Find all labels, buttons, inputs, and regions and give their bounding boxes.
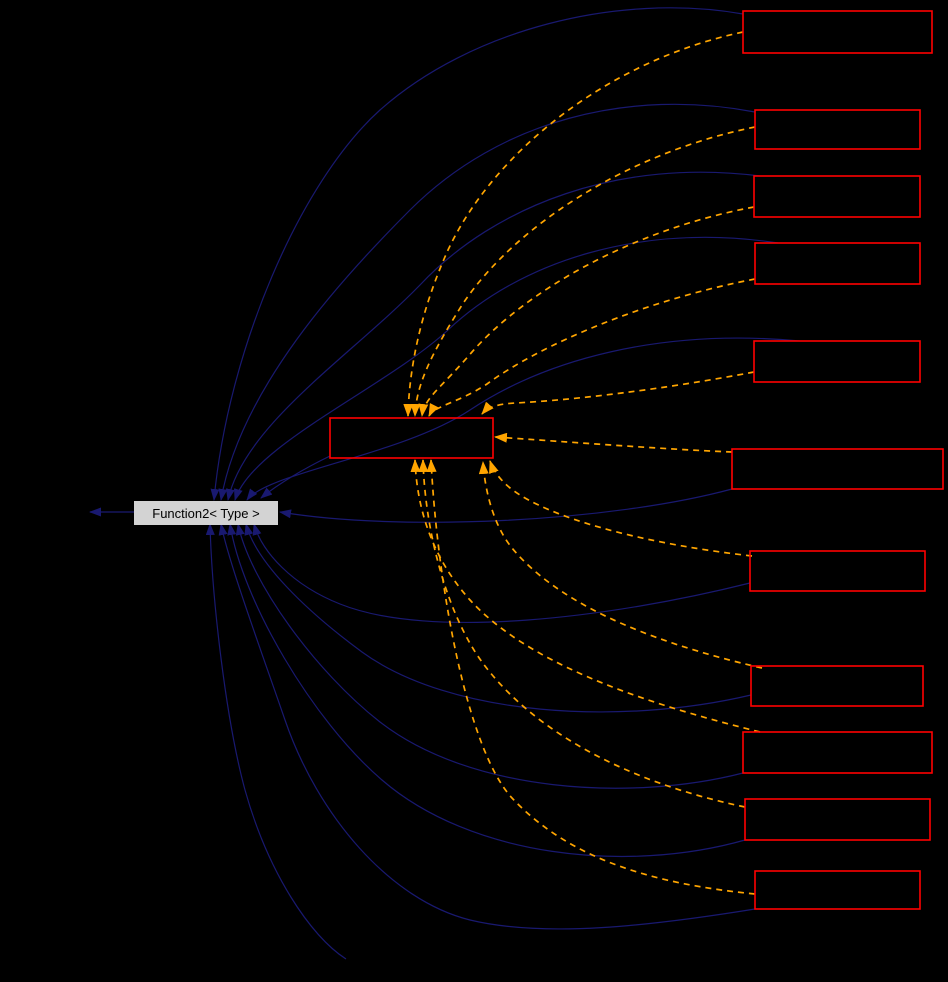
node-function2-label: Function2< Type > bbox=[152, 505, 260, 521]
inheritance-edge-right-node-2-to-node-function2 bbox=[218, 103, 756, 501]
right-node-8[interactable] bbox=[750, 665, 924, 707]
right-node-11[interactable] bbox=[754, 870, 921, 910]
usage-edge-right-node-2-to-central-node bbox=[410, 126, 756, 417]
usage-edge-right-node-7-to-central-node bbox=[489, 460, 753, 557]
usage-edge-right-node-6-to-central-node bbox=[494, 432, 733, 453]
central-node[interactable] bbox=[329, 417, 494, 459]
right-node-2[interactable] bbox=[754, 109, 921, 150]
right-node-9[interactable] bbox=[742, 731, 933, 774]
inheritance-edge-right-node-6-to-node-function2 bbox=[279, 488, 733, 523]
inheritance-edge-right-node-1-to-node-function2 bbox=[210, 7, 744, 501]
edges-layer bbox=[89, 7, 801, 960]
inheritance-edge-right-node-7-to-node-function2 bbox=[252, 523, 751, 623]
inheritance-edge-central-node-to-node-function2 bbox=[260, 455, 331, 499]
right-node-1[interactable] bbox=[742, 10, 933, 54]
right-node-4[interactable] bbox=[754, 242, 921, 285]
usage-edge-right-node-4-to-central-node bbox=[428, 278, 756, 417]
inheritance-edge-right-node-5-to-node-function2 bbox=[246, 337, 801, 501]
inheritance-edge-offscreen-bottom-to-node-function2 bbox=[205, 523, 347, 960]
inheritance-edge-right-node-10-to-node-function2 bbox=[227, 523, 746, 857]
usage-edge-right-node-1-to-central-node bbox=[403, 31, 744, 417]
right-node-10[interactable] bbox=[744, 798, 931, 841]
right-node-3[interactable] bbox=[753, 175, 921, 218]
usage-edge-right-node-3-to-central-node bbox=[418, 206, 755, 417]
inheritance-edge-right-node-8-to-node-function2 bbox=[244, 523, 752, 713]
usage-edge-right-node-5-to-central-node bbox=[481, 371, 755, 415]
usage-edge-right-node-11-to-central-node bbox=[426, 459, 756, 895]
inheritance-edge-right-node-4-to-node-function2 bbox=[233, 236, 779, 501]
inheritance-edge-right-node-9-to-node-function2 bbox=[235, 523, 744, 789]
usage-edge-right-node-8-to-central-node bbox=[478, 461, 763, 669]
usage-edge-right-node-10-to-central-node bbox=[418, 459, 746, 808]
right-node-7[interactable] bbox=[749, 550, 926, 592]
right-node-6[interactable] bbox=[731, 448, 944, 490]
usage-edge-right-node-9-to-central-node bbox=[410, 459, 761, 733]
inheritance-edge-right-node-11-to-node-function2 bbox=[218, 523, 756, 930]
right-node-5[interactable] bbox=[753, 340, 921, 383]
nodes-layer bbox=[329, 10, 944, 910]
inheritance-edge-right-node-3-to-node-function2 bbox=[225, 171, 761, 501]
node-function2: Function2< Type > bbox=[134, 501, 278, 525]
